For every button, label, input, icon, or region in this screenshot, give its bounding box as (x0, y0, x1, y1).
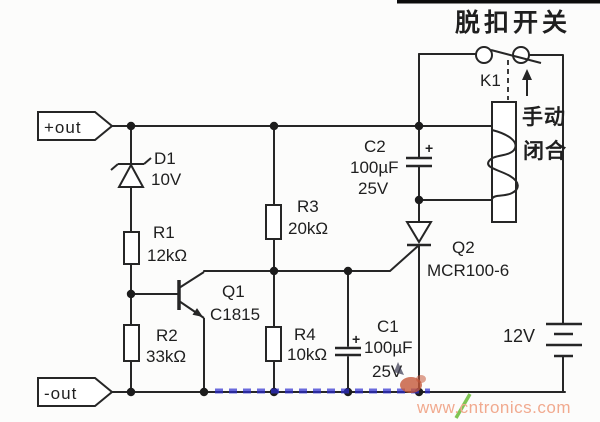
capacitor-c1-icon: + (335, 331, 361, 357)
battery-icon (546, 322, 582, 358)
relay-ref: K1 (480, 71, 501, 90)
terminal-neg-label: -out (44, 384, 77, 403)
watermark-green-slash (454, 393, 472, 419)
manual-close-arrow-icon (522, 69, 532, 96)
switch-contact-right (512, 46, 530, 64)
switch-blade (490, 49, 542, 64)
c2-plates (406, 156, 432, 168)
r3-value: 20kΩ (288, 219, 328, 238)
watermark-red-blob-small (416, 375, 426, 383)
scan-edge-artifact (397, 0, 600, 4)
q1-emitter-arrow (192, 308, 203, 317)
c2-voltage: 25V (358, 179, 389, 198)
zener-triangle (117, 162, 145, 188)
r1-value: 12kΩ (147, 246, 187, 265)
capacitor-c2-icon: + (406, 140, 433, 168)
relay-winding (487, 129, 519, 200)
junction-dot (269, 266, 279, 276)
scr-thyristor-icon (405, 221, 433, 247)
terminal-pos-tag: +out (37, 111, 114, 141)
r4-value: 10kΩ (287, 345, 327, 364)
manual-close-label-1: 手动 (522, 106, 566, 129)
r3-ref: R3 (297, 197, 319, 216)
zener-diode-icon (110, 157, 152, 188)
d1-value: 10V (151, 170, 182, 189)
terminal-pos-label: +out (44, 118, 82, 137)
battery-short-plates (554, 332, 573, 358)
junction-dot (414, 195, 424, 205)
c2-value: 100µF (350, 158, 399, 177)
r2-ref: R2 (156, 326, 178, 345)
resistor-r4-icon (265, 326, 282, 362)
terminal-pos-outline (37, 111, 114, 141)
junction-dot (126, 121, 136, 131)
wire-gate-node (203, 245, 419, 272)
scr-triangle (405, 221, 433, 244)
npn-transistor-icon (177, 271, 205, 392)
c1-ref: C1 (377, 317, 399, 336)
q2-ref: Q2 (452, 238, 475, 257)
junction-dot (199, 387, 209, 397)
manual-close-label-2: 闭合 (523, 139, 567, 163)
junction-dot (269, 121, 279, 131)
c1-value: 100µF (364, 338, 413, 357)
wires (110, 53, 566, 393)
terminal-neg-tag: -out (37, 377, 114, 407)
q1-value: C1815 (210, 305, 260, 324)
r2-value: 33kΩ (146, 347, 186, 366)
d1-ref: D1 (154, 149, 176, 168)
q1-ref: Q1 (222, 282, 245, 301)
manual-close-arrow-head (522, 69, 532, 80)
junction-dot (343, 266, 353, 276)
junction-dot (126, 387, 136, 397)
c2-ref: C2 (364, 137, 386, 156)
junction-dot (126, 289, 136, 299)
trip-switch-title: 脱扣开关 (455, 8, 571, 37)
watermark-dark-mark (394, 362, 404, 375)
battery-long-plates (546, 322, 582, 347)
c2-polarity: + (425, 140, 433, 156)
q2-value: MCR100-6 (427, 261, 509, 280)
watermark-url: www.cntronics.com (416, 398, 571, 417)
trip-switch-icon (475, 46, 542, 100)
c1-plates (335, 346, 361, 357)
battery-label: 12V (503, 326, 535, 346)
r1-ref: R1 (153, 223, 175, 242)
relay-core (491, 101, 517, 223)
r4-ref: R4 (294, 325, 316, 344)
watermark-red-blob (400, 377, 422, 393)
c1-polarity: + (352, 331, 360, 347)
switch-contact-left (475, 46, 493, 64)
resistor-r3-icon (265, 204, 282, 240)
relay-coil-icon (487, 101, 519, 223)
resistor-r1-icon (123, 231, 140, 265)
c1-voltage: 25V (372, 362, 403, 381)
junction-dot (414, 121, 424, 131)
wire-right-side (418, 53, 564, 393)
q1-ce-lines (178, 271, 205, 392)
terminal-neg-outline (37, 377, 114, 407)
resistor-r2-icon (123, 324, 140, 362)
